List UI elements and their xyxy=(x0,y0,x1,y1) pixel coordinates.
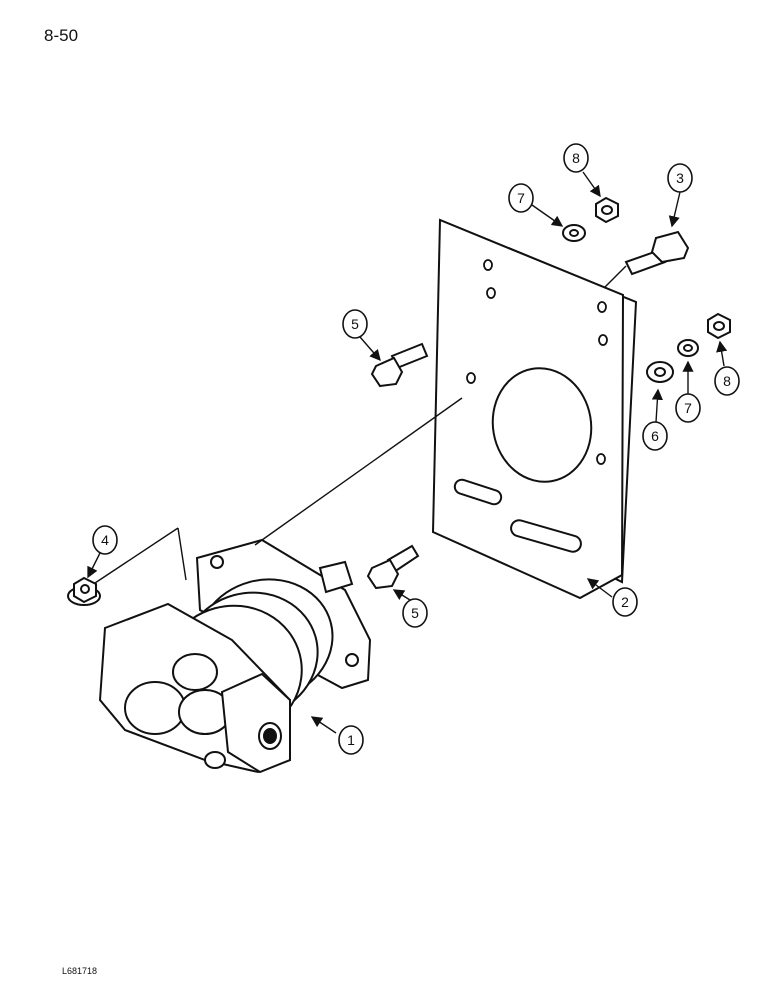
plate-holes xyxy=(466,259,608,465)
callout-label: 1 xyxy=(347,732,355,748)
nut-8-right xyxy=(707,312,731,340)
bolt-3 xyxy=(624,230,690,276)
callout-label: 7 xyxy=(517,190,525,206)
lock-washer-7-right xyxy=(677,339,699,357)
callout-6: 6 xyxy=(642,388,668,451)
mounting-plate xyxy=(431,218,638,600)
callout-label: 5 xyxy=(411,605,419,621)
plate-slot xyxy=(510,519,582,553)
plate-slot xyxy=(453,478,503,506)
callout-8-top: 8 xyxy=(563,143,601,198)
callout-label: 8 xyxy=(572,150,580,166)
callout-5-lower: 5 xyxy=(392,589,428,628)
callout-label: 8 xyxy=(723,373,731,389)
plate-bore xyxy=(491,367,593,483)
flat-washer-6 xyxy=(646,361,674,383)
flange-nut-4 xyxy=(67,576,101,606)
hydraulic-pump xyxy=(98,538,372,774)
bolt-5-upper xyxy=(370,342,429,388)
leader-lines xyxy=(94,265,627,584)
callout-label: 7 xyxy=(684,400,692,416)
callout-1: 1 xyxy=(310,716,364,755)
nut-8-top xyxy=(595,196,619,224)
callout-7-top: 7 xyxy=(508,183,564,227)
callout-label: 6 xyxy=(651,428,659,444)
callout-7-right: 7 xyxy=(675,360,701,423)
lock-washer-7-top xyxy=(562,224,586,242)
callout-3: 3 xyxy=(667,163,693,228)
callout-label: 4 xyxy=(101,532,109,548)
callout-label: 3 xyxy=(676,170,684,186)
figure-code: L681718 xyxy=(62,966,98,976)
callout-5-upper: 5 xyxy=(342,309,381,362)
callouts: 1 2 3 4 5 5 6 xyxy=(87,143,740,755)
callout-4: 4 xyxy=(87,525,118,579)
page-number: 8-50 xyxy=(44,26,79,45)
callout-2: 2 xyxy=(586,578,638,617)
bolt-5-lower xyxy=(366,544,420,590)
callout-8-right: 8 xyxy=(714,340,740,396)
callout-label: 5 xyxy=(351,316,359,332)
callout-label: 2 xyxy=(621,594,629,610)
